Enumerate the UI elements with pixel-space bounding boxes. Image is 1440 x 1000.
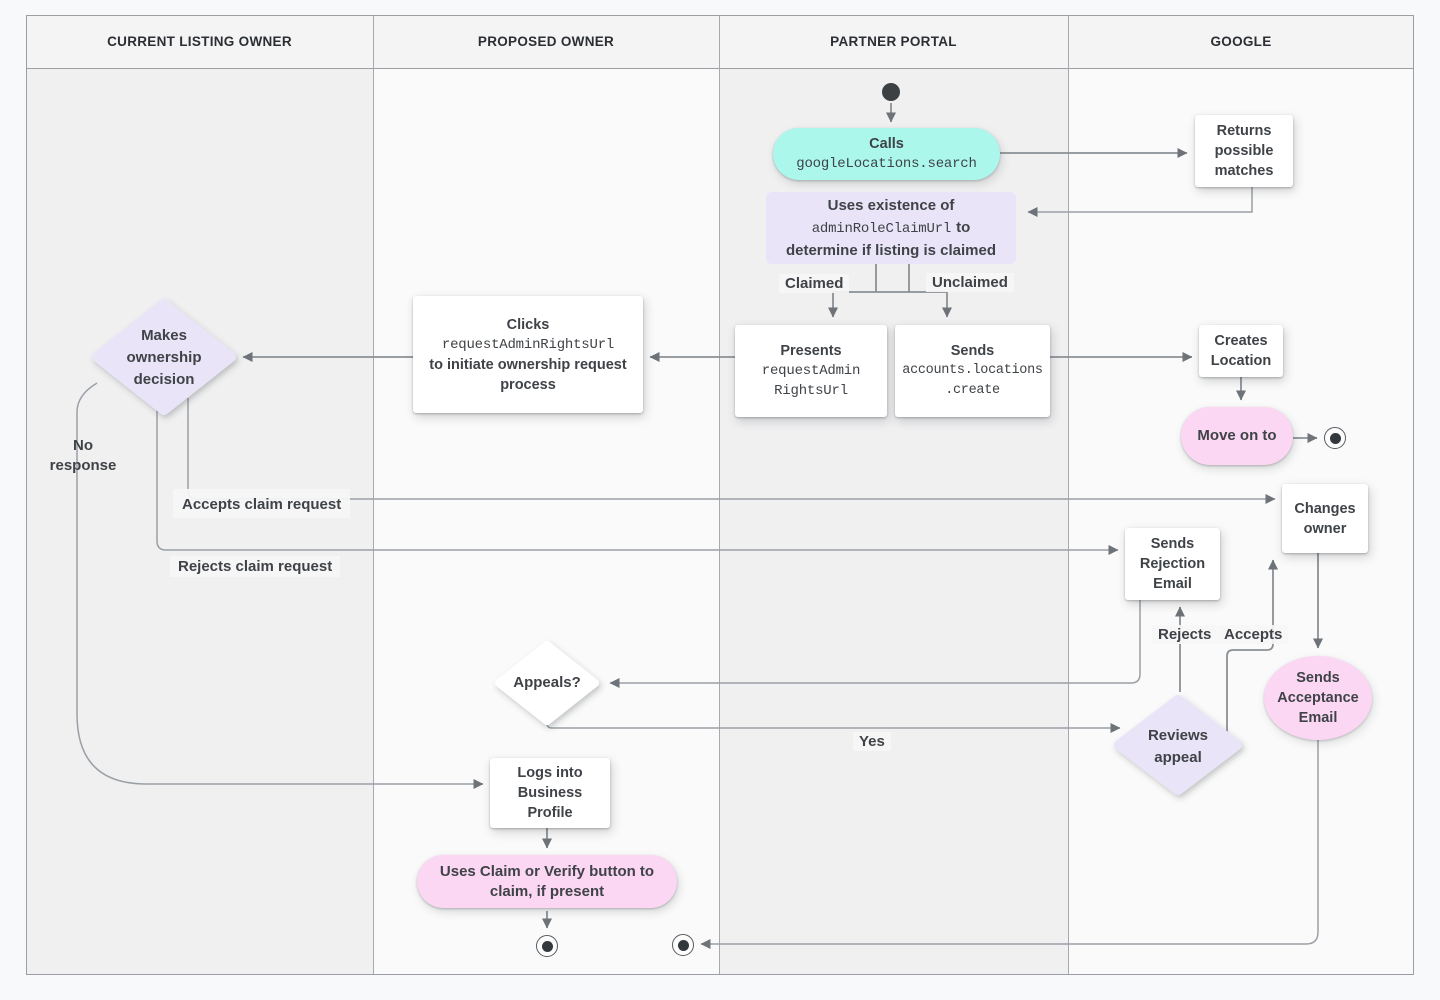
- node-creates-location: Creates Location: [1199, 325, 1283, 377]
- node-line: Uses existence of: [828, 195, 955, 217]
- end-node: [1324, 427, 1346, 449]
- node-code-text: .create: [945, 383, 1000, 398]
- node-label: Returns possible matches: [1214, 123, 1274, 179]
- node-label: Move on to: [1197, 427, 1277, 444]
- edge-label-yes: Yes: [853, 732, 891, 751]
- node-label: determine if listing is claimed: [785, 241, 997, 259]
- lane-title: PARTNER PORTAL: [830, 34, 957, 49]
- end-node: [672, 934, 694, 956]
- edge-label-unclaimed: Unclaimed: [926, 273, 1014, 292]
- node-code-text: googleLocations.search: [796, 156, 977, 172]
- lane-title: GOOGLE: [1210, 34, 1272, 49]
- node-presents-requestadminrightsurl: Presents requestAdmin RightsUrl: [735, 325, 887, 417]
- lane-header-proposed-owner: PROPOSED OWNER: [373, 15, 719, 69]
- node-label: Sends Acceptance Email: [1277, 670, 1359, 726]
- lane-title: CURRENT LISTING OWNER: [107, 34, 292, 49]
- node-uses-claim-or-verify-button: Uses Claim or Verify button to claim, if…: [417, 855, 677, 908]
- node-sends-accounts-locations-create: Sends accounts.locations .create: [895, 325, 1050, 417]
- node-label: Sends Rejection Email: [1139, 536, 1206, 592]
- decision-appeals-label: Appeals?: [513, 674, 581, 691]
- edge-label-accepts-claim-request: Accepts claim request: [173, 489, 351, 518]
- edge-label-rejects-claim-request: Rejects claim request: [170, 556, 341, 577]
- node-code-text: adminRoleClaimUrl: [811, 220, 952, 237]
- node-label: Clicks: [506, 316, 550, 333]
- end-node-dot: [541, 940, 553, 952]
- node-label: Presents: [780, 343, 842, 359]
- node-label: Calls: [869, 136, 904, 152]
- edge-label-claimed: Claimed: [779, 274, 850, 293]
- node-clicks-requestadminrightsurl: Clicks requestAdminRightsUrl to initiate…: [413, 296, 643, 413]
- node-line: determine if listing is claimed: [786, 240, 996, 262]
- node-move-on-to: Move on to: [1181, 407, 1293, 465]
- node-label: to: [956, 218, 971, 236]
- node-code-text: accounts.locations: [902, 363, 1043, 378]
- end-node: [536, 935, 558, 957]
- lane-header-partner-portal: PARTNER PORTAL: [719, 15, 1068, 69]
- lane-header-google: GOOGLE: [1068, 15, 1414, 69]
- decision-reviews-appeal-label: Reviews appeal: [1147, 727, 1209, 766]
- node-logs-into-business-profile: Logs into Business Profile: [490, 758, 610, 828]
- start-node: [882, 83, 900, 101]
- node-label: Uses existence of: [827, 196, 955, 214]
- lane-header-row: CURRENT LISTING OWNER PROPOSED OWNER PAR…: [26, 15, 1414, 69]
- node-label: Sends: [950, 343, 995, 359]
- node-code-text: requestAdminRightsUrl: [441, 336, 615, 353]
- node-label: Uses Claim or Verify button to claim, if…: [439, 862, 655, 900]
- edge-label-accepts: Accepts: [1218, 625, 1289, 644]
- node-code-text: RightsUrl: [774, 383, 848, 399]
- node-sends-rejection-email: Sends Rejection Email: [1125, 528, 1220, 600]
- lane-title: PROPOSED OWNER: [477, 34, 615, 49]
- node-sends-acceptance-email: Sends Acceptance Email: [1264, 656, 1372, 740]
- diagram-border: [26, 15, 1414, 975]
- lane-header-current-listing-owner: CURRENT LISTING OWNER: [26, 15, 373, 69]
- node-label: Changes owner: [1294, 500, 1356, 537]
- node-label: to initiate ownership request process: [429, 356, 627, 393]
- node-label: Creates Location: [1210, 333, 1272, 369]
- node-changes-owner: Changes owner: [1282, 484, 1368, 553]
- node-returns-possible-matches: Returns possible matches: [1195, 115, 1293, 187]
- node-code-text: requestAdmin: [761, 363, 861, 379]
- edge-label-rejects: Rejects: [1152, 625, 1218, 644]
- node-calls-googlelocations-search: Calls googleLocations.search: [773, 128, 1000, 180]
- node-label: Logs into Business Profile: [517, 765, 583, 821]
- end-node-dot: [1329, 432, 1341, 444]
- decision-makes-ownership-label: Makes ownership decision: [126, 327, 202, 388]
- edge-label-no-response: No response: [49, 437, 117, 474]
- end-node-dot: [677, 939, 689, 951]
